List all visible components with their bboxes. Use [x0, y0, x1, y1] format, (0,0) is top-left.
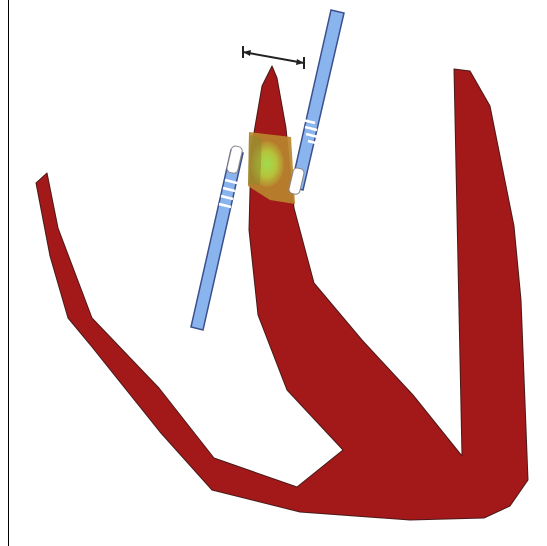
right-electrode-shaft	[291, 10, 344, 190]
left-electrode-icon	[191, 145, 243, 330]
right-electrode-icon	[288, 10, 344, 195]
left-electrode-tip	[226, 145, 243, 174]
left-electrode-shaft	[191, 150, 243, 330]
tissue-wall	[36, 66, 528, 520]
width-measure-arrow-icon	[243, 46, 304, 69]
lesion-left-shadow	[248, 135, 262, 185]
